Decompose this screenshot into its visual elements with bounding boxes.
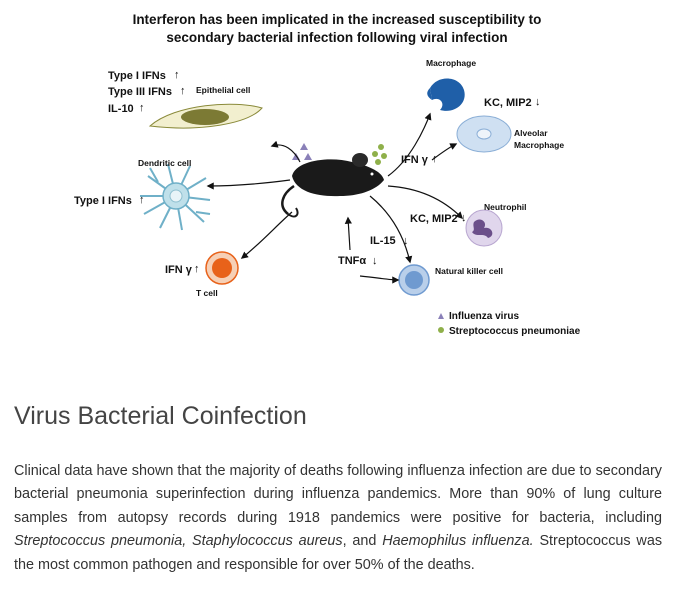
label-macrophage: Macrophage <box>426 58 476 68</box>
article-paragraph: Clinical data have shown that the majori… <box>14 460 662 577</box>
label-type1-ifns-left: Type I IFNs <box>74 195 132 207</box>
figure-title-line1: Interferon has been implicated in the in… <box>133 12 542 27</box>
down-arrow-icon: ↓ <box>461 212 467 224</box>
up-arrow-icon: ↑ <box>194 263 200 275</box>
label-il15: IL-15 <box>370 235 396 247</box>
legend-dot-icon <box>438 327 444 333</box>
label-nk-cell: Natural killer cell <box>435 266 503 276</box>
alveolar-macrophage-cell <box>456 115 512 153</box>
legend-triangle-icon <box>438 313 444 319</box>
pathway-arrows <box>206 112 464 284</box>
up-arrow-icon: ↑ <box>139 102 145 114</box>
label-ifn-gamma-tcell: IFN γ <box>165 264 193 276</box>
paragraph-text-3: , and <box>342 533 383 550</box>
natural-killer-cell <box>398 264 430 296</box>
label-t-cell: T cell <box>196 288 218 298</box>
article-title: Virus Bacterial Coinfection <box>14 402 307 430</box>
down-arrow-icon: ↓ <box>372 255 378 267</box>
label-alveolar-2: Macrophage <box>514 140 564 150</box>
dendritic-cell <box>140 163 211 231</box>
t-cell <box>205 251 239 285</box>
legend-influenza: Influenza virus <box>449 311 519 322</box>
epithelial-cell <box>148 103 263 129</box>
mouse-icon <box>281 153 384 218</box>
paragraph-text-4: Streptococcus was the most common pathog… <box>14 533 663 573</box>
streptococcus-particles <box>372 144 387 165</box>
legend: Influenza virus Streptococcus pneumoniae <box>438 311 581 337</box>
figure-title-line2: secondary bacterial infection following … <box>166 30 507 45</box>
macrophage-cell <box>427 78 465 111</box>
label-dendritic-cell: Dendritic cell <box>138 158 191 168</box>
legend-strep: Streptococcus pneumoniae <box>449 326 581 337</box>
label-type3-ifns: Type III IFNs <box>108 86 172 98</box>
species-staphylococcus: Staphylococcus aureus <box>192 533 343 550</box>
paragraph-text-1: Clinical data have shown that the majori… <box>14 463 662 526</box>
neutrophil-cell <box>465 209 503 247</box>
label-kc-mip2-top: KC, MIP2 <box>484 97 532 109</box>
infection-diagram: Interferon has been implicated in the in… <box>74 12 581 337</box>
label-neutrophil: Neutrophil <box>484 202 527 212</box>
label-tnfa: TNFα <box>338 255 366 267</box>
label-epithelial-cell: Epithelial cell <box>196 85 250 95</box>
down-arrow-icon: ↓ <box>535 96 541 108</box>
influenza-virus-particles <box>292 143 312 160</box>
down-arrow-icon: ↓ <box>403 235 409 247</box>
label-kc-mip2-mid: KC, MIP2 <box>410 213 458 225</box>
up-arrow-icon: ↑ <box>139 194 145 206</box>
label-il10: IL-10 <box>108 103 134 115</box>
species-haemophilus: Haemophilus influenza. <box>382 533 534 550</box>
up-arrow-icon: ↑ <box>432 153 438 165</box>
up-arrow-icon: ↑ <box>174 69 180 81</box>
up-arrow-icon: ↑ <box>180 85 186 97</box>
label-type1-ifns-top: Type I IFNs <box>108 70 166 82</box>
label-alveolar-1: Alveolar <box>514 128 548 138</box>
label-ifn-gamma-center: IFN γ <box>401 154 429 166</box>
species-streptococcus: Streptococcus pneumonia, <box>14 533 187 550</box>
